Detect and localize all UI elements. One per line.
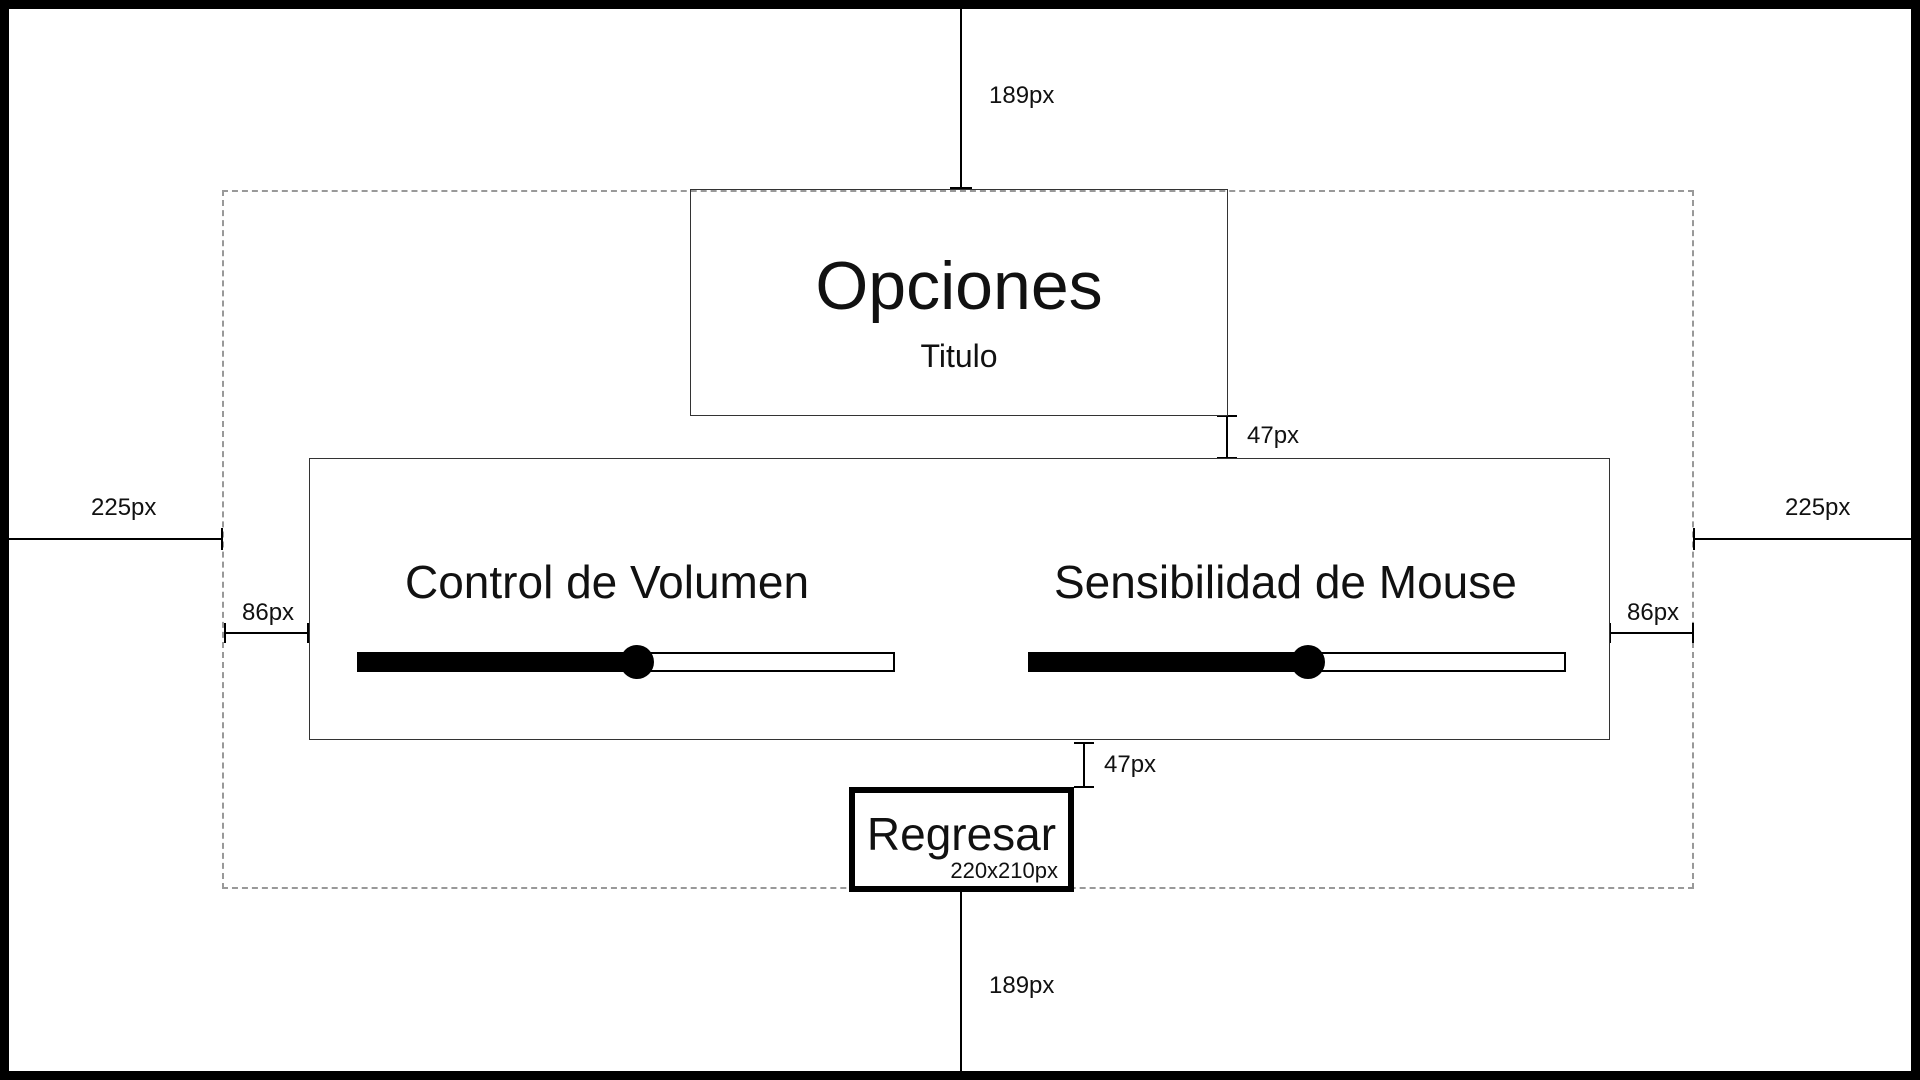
top-margin-tick [950, 187, 972, 190]
controls-panel: Control de Volumen Sensibilidad de Mouse [309, 458, 1610, 740]
mouse-sensitivity-label: Sensibilidad de Mouse [1054, 556, 1517, 608]
title-gap-label: 47px [1247, 422, 1300, 449]
top-margin-label: 189px [989, 82, 1055, 109]
volume-slider[interactable] [357, 645, 895, 679]
right-inner-line [1610, 632, 1694, 634]
left-inner-tick-a [224, 623, 226, 643]
back-button-size-note: 220x210px [950, 858, 1058, 883]
button-gap-label: 47px [1104, 751, 1157, 778]
button-gap-tick-a [1074, 742, 1094, 744]
mouse-sensitivity-slider-thumb[interactable] [1290, 645, 1325, 679]
mouse-sensitivity-slider-fill [1030, 654, 1308, 670]
right-margin-tick [1693, 528, 1695, 550]
page-subtitle: Titulo [920, 338, 998, 374]
title-box: Opciones Titulo [690, 189, 1228, 416]
button-gap-line [1083, 743, 1085, 787]
left-margin-tick [221, 528, 223, 550]
page-title: Opciones [815, 248, 1103, 324]
mouse-sensitivity-slider[interactable] [1028, 645, 1566, 679]
volume-slider-thumb[interactable] [619, 645, 654, 679]
bottom-margin-label: 189px [989, 972, 1055, 999]
title-gap-line [1226, 416, 1228, 458]
right-inner-tick-a [1609, 623, 1611, 643]
back-button-label: Regresar [866, 808, 1057, 860]
right-margin-line [1694, 538, 1911, 540]
top-margin-line [960, 9, 962, 189]
right-inner-label: 86px [1627, 599, 1680, 626]
bottom-margin-line [960, 892, 962, 1072]
left-inner-line [224, 632, 308, 634]
volume-slider-fill [359, 654, 637, 670]
right-inner-tick-b [1692, 623, 1694, 643]
left-margin-label: 225px [91, 494, 157, 521]
left-inner-tick-b [307, 623, 309, 643]
left-margin-line [9, 538, 222, 540]
right-margin-label: 225px [1785, 494, 1851, 521]
title-gap-tick-a [1217, 415, 1237, 417]
volume-label: Control de Volumen [405, 556, 810, 608]
button-gap-tick-b [1074, 786, 1094, 788]
left-inner-label: 86px [242, 599, 295, 626]
back-button[interactable]: Regresar 220x210px [849, 787, 1074, 892]
